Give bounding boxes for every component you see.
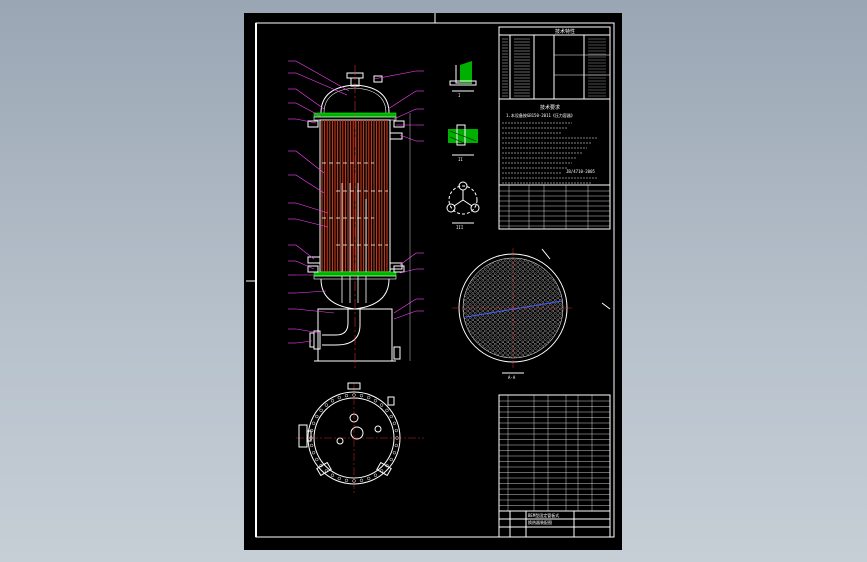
detail-view-c: III [446,181,480,230]
requirement-first-line: 1.本设备按GB150-2011《压力容器》 [506,112,575,118]
drawing-sheet: I II III [244,13,622,550]
tube-bundle [321,120,388,272]
part-leaders-left [288,60,350,344]
svg-text:III: III [456,225,464,230]
tech-table-title: 技术特性 [555,28,575,35]
title-name-line1: BEM型固定管板式 [528,512,559,518]
tie-rods [341,183,367,303]
technical-requirements: 技术要求 1.本设备按GB150-2011《压力容器》 JB/4710-2005 [498,98,611,230]
title-block: BEM型固定管板式 换热器装配图 [498,510,611,538]
svg-text:A-A: A-A [508,375,516,380]
detail-view-b: II [448,124,478,162]
drawing-canvas: I II III [246,13,615,538]
tech-characteristics-table: 技术特性 [498,26,611,100]
vessel-front-view [307,65,405,369]
svg-text:II: II [458,157,463,162]
svg-text:I: I [458,93,461,98]
border-frame [255,22,615,538]
baffles [322,162,388,246]
requirement-partial-line: JB/4710-2005 [566,169,595,174]
detail-view-a: I [449,61,477,98]
parts-list-table [498,394,611,512]
tube-sheet-layout: A-A [452,248,611,380]
title-name-line2: 换热器装配图 [528,519,552,525]
requirements-title: 技术要求 [540,104,560,111]
vessel-top-view [296,382,424,493]
part-leaders-right [373,70,424,361]
section-line [465,300,563,318]
